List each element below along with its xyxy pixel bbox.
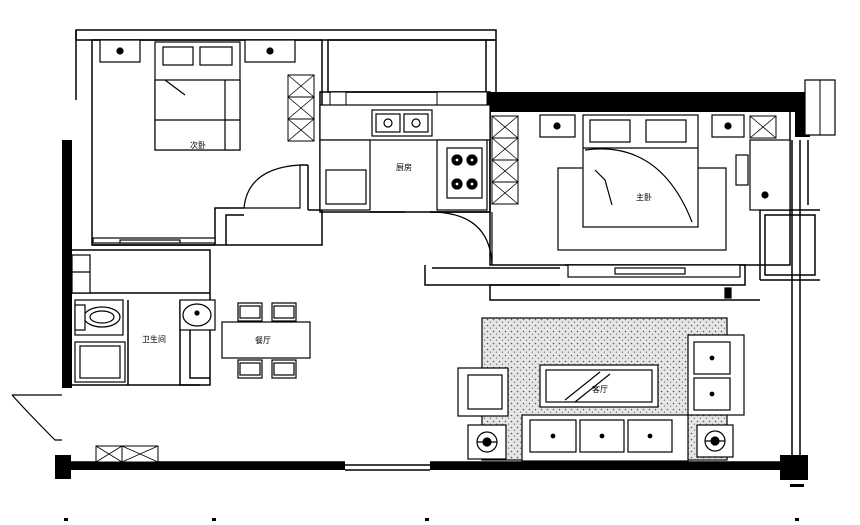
- dining-label: 餐厅: [255, 336, 271, 345]
- bathroom-label: 卫生间: [142, 334, 166, 344]
- balcony: [329, 91, 488, 107]
- kitchen-label: 厨房: [396, 162, 412, 172]
- structural-walls: [55, 79, 836, 480]
- kitchen-fixtures: [319, 104, 491, 211]
- kitchen-door-arc: [429, 211, 493, 266]
- balcony-wall: [327, 39, 487, 93]
- second-bedroom-label: 次卧: [190, 140, 206, 150]
- main-bedroom-label: 主卧: [636, 192, 652, 202]
- second-bedroom-furniture: [92, 39, 315, 244]
- doors: [11, 164, 493, 441]
- dining-table: [221, 321, 311, 359]
- wardrobe-right: [749, 139, 791, 211]
- stove: [446, 147, 483, 199]
- living-room-furniture: [457, 317, 745, 462]
- entry-door: [11, 394, 62, 441]
- second-bedroom-door: [243, 164, 301, 209]
- main-bedroom-furniture: [491, 114, 791, 299]
- living-room-label: 客厅: [592, 384, 608, 394]
- second-bedroom-outer-wall: [75, 29, 497, 41]
- entry-cabinet: [95, 445, 159, 463]
- edge-marks: [64, 484, 804, 521]
- dining-set: [221, 302, 311, 379]
- bathroom-fixtures: [71, 254, 216, 383]
